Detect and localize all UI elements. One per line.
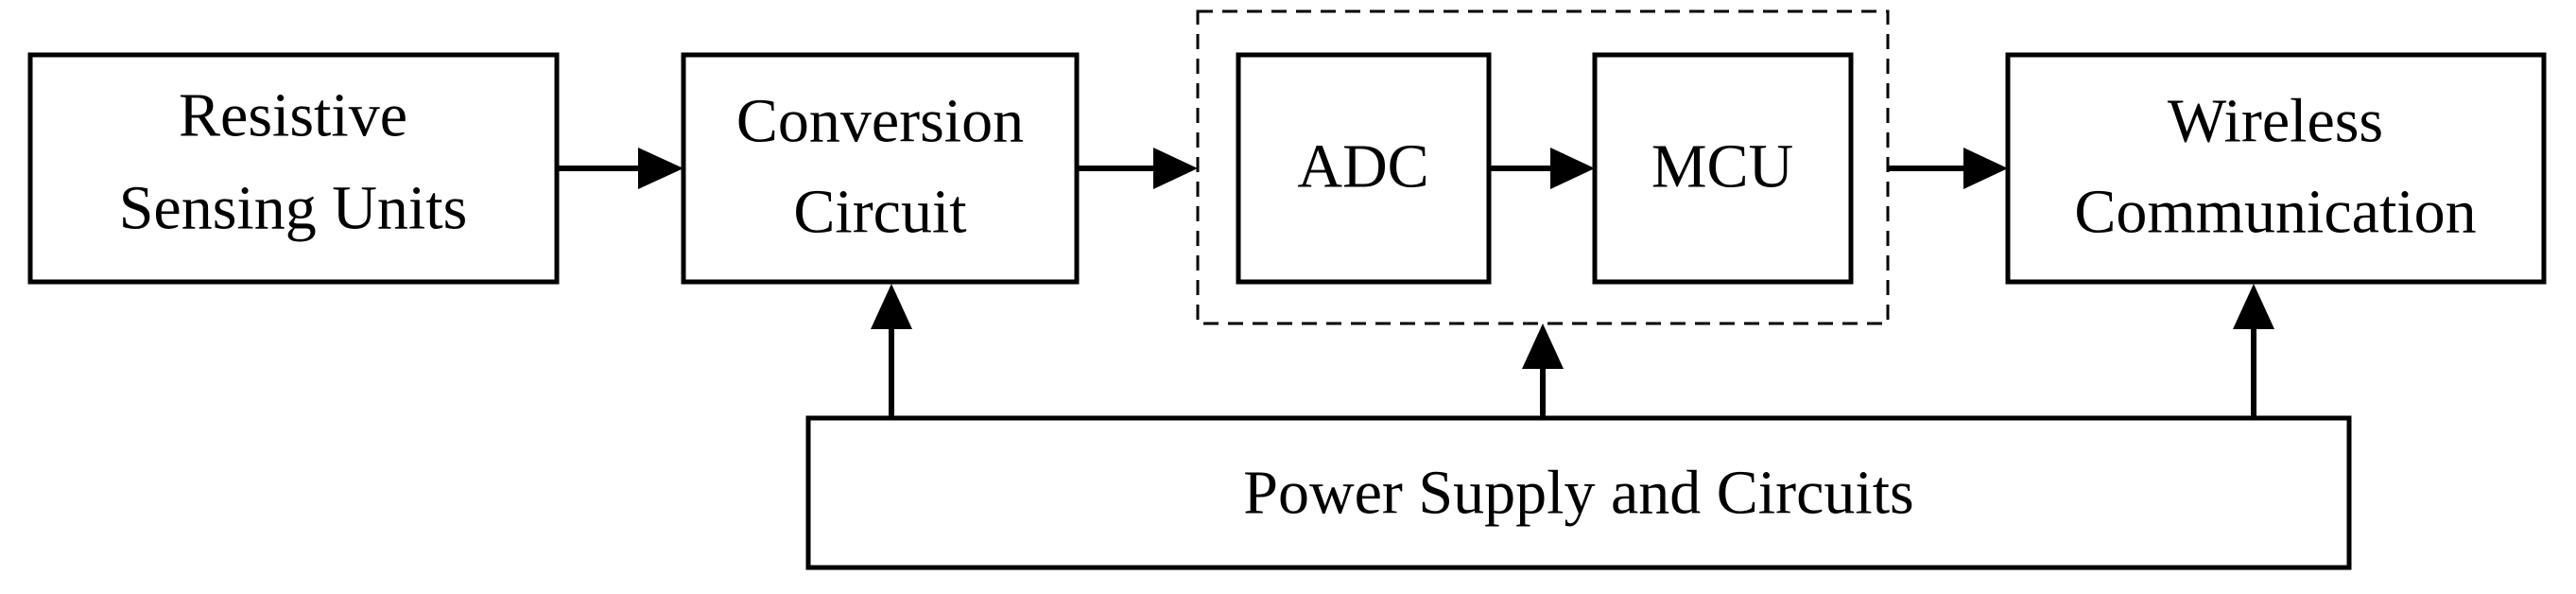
arrow-adc-to-mcu xyxy=(1490,148,1595,189)
arrow-power-to-wireless xyxy=(2233,284,2274,418)
block-wireless-communication: Wireless Communication xyxy=(2005,52,2547,285)
block-mcu: MCU xyxy=(1592,52,1854,285)
block-wireless-communication-label-line2: Communication xyxy=(2074,178,2476,247)
block-conversion-circuit-label-line1: Conversion xyxy=(736,87,1024,156)
block-resistive-sensing-units: Resistive Sensing Units xyxy=(27,52,560,285)
block-power-supply-and-circuits-box xyxy=(805,415,2352,570)
block-adc: ADC xyxy=(1236,52,1492,285)
block-power-supply-and-circuits: Power Supply and Circuits xyxy=(805,415,2352,570)
block-mcu-box xyxy=(1592,52,1854,285)
arrow-power-to-adc-mcu-group xyxy=(1522,323,1564,418)
block-wireless-communication-label-line1: Wireless xyxy=(2168,87,2383,156)
arrow-conversion-to-adc-group xyxy=(1078,148,1198,189)
block-mcu-label: MCU xyxy=(1651,132,1793,201)
block-conversion-circuit: Conversion Circuit xyxy=(681,52,1080,285)
block-resistive-sensing-units-label-line1: Resistive xyxy=(179,81,407,150)
arrow-sensing-to-conversion xyxy=(558,148,683,189)
arrow-power-to-conversion xyxy=(871,284,912,418)
block-adc-box xyxy=(1236,52,1492,285)
block-conversion-circuit-box xyxy=(681,52,1080,285)
block-resistive-sensing-units-label-line2: Sensing Units xyxy=(119,174,468,243)
block-adc-label: ADC xyxy=(1297,132,1428,201)
arrow-mcu-group-to-wireless xyxy=(1888,148,2008,189)
block-wireless-communication-box xyxy=(2005,52,2547,285)
block-resistive-sensing-units-box xyxy=(27,52,560,285)
block-power-supply-and-circuits-label: Power Supply and Circuits xyxy=(1243,459,1913,528)
block-conversion-circuit-label-line2: Circuit xyxy=(793,178,966,247)
